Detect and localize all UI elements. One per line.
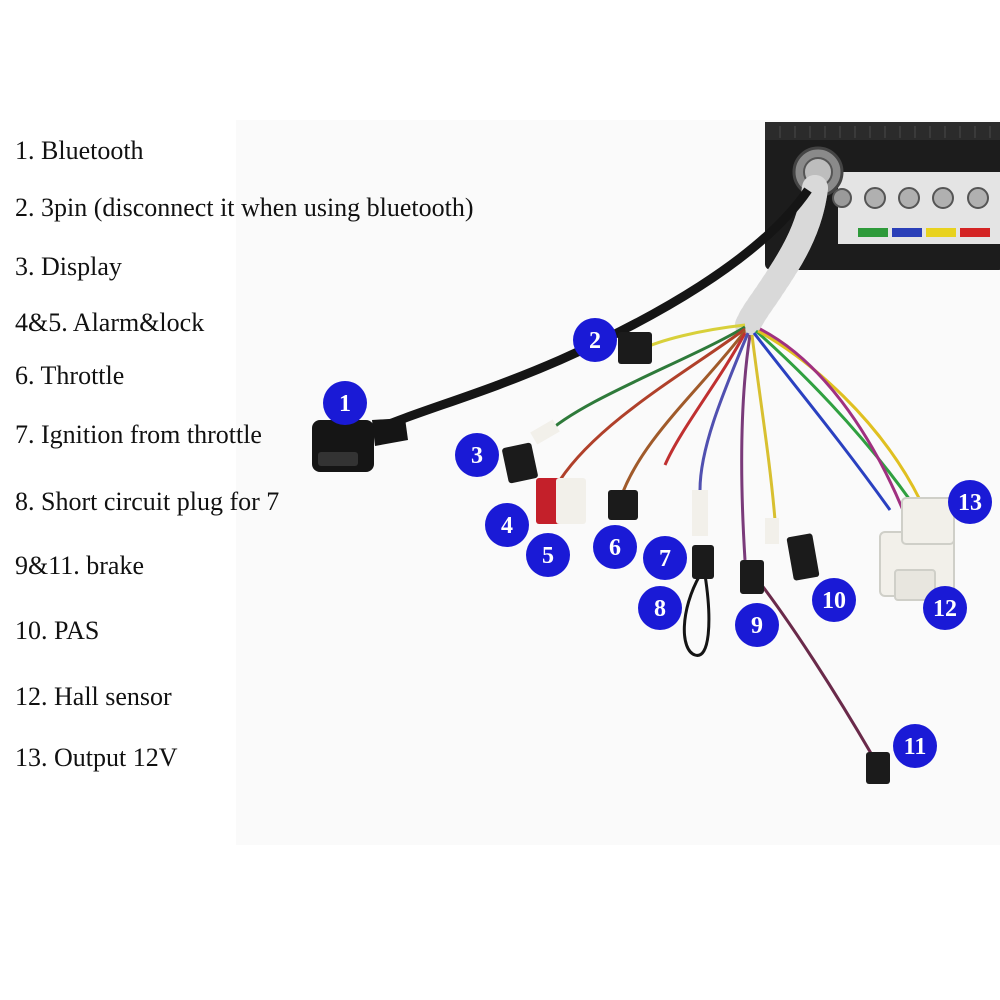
svg-text:1: 1	[339, 391, 351, 417]
badge-1: 1	[323, 381, 367, 425]
bluetooth-cable	[368, 187, 812, 437]
connector-1-bluetooth	[312, 418, 408, 472]
svg-text:3: 3	[471, 443, 483, 469]
badge-6: 6	[593, 525, 637, 569]
badge-9: 9	[735, 603, 779, 647]
legend: 1. Bluetooth 2. 3pin (disconnect it when…	[0, 0, 600, 800]
legend-output-12v: 13. Output 12V	[15, 743, 178, 772]
svg-text:10: 10	[822, 588, 846, 614]
legend-brake: 9&11. brake	[15, 551, 144, 580]
legend-short-circuit: 8. Short circuit plug for 7	[15, 487, 280, 516]
legend-pas: 10. PAS	[15, 616, 100, 645]
badge-2: 2	[573, 318, 617, 362]
badge-7: 7	[643, 536, 687, 580]
controller-box	[765, 122, 1000, 270]
svg-text:2: 2	[589, 328, 601, 354]
terminal-strip-2	[892, 228, 922, 237]
legend-alarm-lock: 4&5. Alarm&lock	[15, 308, 205, 337]
svg-text:6: 6	[609, 535, 621, 561]
connector-10-pas	[765, 518, 820, 581]
svg-text:9: 9	[751, 613, 763, 639]
connector-9-brake	[740, 560, 764, 594]
badge-11: 11	[893, 724, 937, 768]
connector-7-ignition	[692, 490, 714, 579]
connector-11-brake	[866, 752, 890, 784]
svg-text:8: 8	[654, 596, 666, 622]
badge-8: 8	[638, 586, 682, 630]
connector-13-output	[901, 497, 955, 545]
terminal-screws	[832, 187, 989, 209]
svg-text:11: 11	[904, 734, 927, 760]
terminal-strip-1	[858, 228, 888, 237]
terminal-strip-3	[926, 228, 956, 237]
legend-throttle: 6. Throttle	[15, 361, 125, 390]
legend-3pin: 2. 3pin (disconnect it when using blueto…	[15, 193, 474, 222]
svg-text:7: 7	[659, 546, 671, 572]
svg-text:5: 5	[542, 543, 554, 569]
badge-5: 5	[526, 533, 570, 577]
connector-2	[618, 332, 652, 364]
terminal-strip-4	[960, 228, 990, 237]
svg-text:13: 13	[958, 490, 982, 516]
legend-hall-sensor: 12. Hall sensor	[15, 682, 172, 711]
badge-3: 3	[455, 433, 499, 477]
badge-12: 12	[923, 586, 967, 630]
connector-6-throttle	[608, 490, 638, 520]
legend-display: 3. Display	[15, 252, 122, 281]
svg-text:12: 12	[933, 596, 957, 622]
badge-4: 4	[485, 503, 529, 547]
connector-4-5-alarm	[536, 478, 586, 524]
legend-ignition: 7. Ignition from throttle	[15, 420, 262, 449]
badge-13: 13	[948, 480, 992, 524]
svg-text:4: 4	[501, 513, 513, 539]
connector-3-display	[502, 419, 560, 484]
legend-bluetooth: 1. Bluetooth	[15, 136, 144, 165]
badge-10: 10	[812, 578, 856, 622]
